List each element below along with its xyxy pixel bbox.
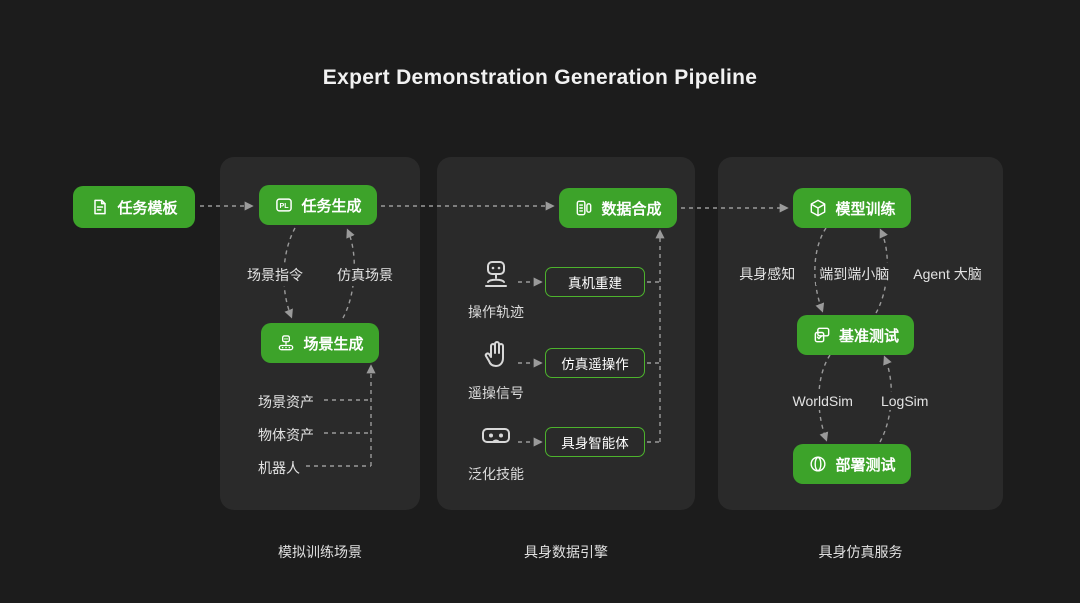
label-end-to-end-cerebellum: 端到端小脑 [816, 263, 893, 285]
box-real-machine-reconstruction: 真机重建 [545, 267, 645, 297]
node-scene-generation: 场景生成 [261, 323, 379, 363]
caption-embodied-data-engine: 具身数据引擎 [524, 544, 608, 560]
vr-headset-icon [478, 418, 514, 454]
sim-labels-row: WorldSim LogSim [718, 392, 1003, 410]
asset-object: 物体资产 [258, 427, 314, 443]
label-sim-scene: 仿真场景 [334, 264, 396, 286]
node-label: 任务模板 [117, 199, 178, 217]
asset-scene: 场景资产 [258, 394, 314, 410]
node-label: 基准测试 [838, 327, 899, 345]
node-label: 部署测试 [835, 456, 896, 474]
label-embodied-perception: 具身感知 [736, 263, 799, 285]
node-label: 数据合成 [601, 200, 662, 218]
node-data-synthesis: 数据合成 [559, 188, 677, 228]
label-logsim: LogSim [877, 392, 932, 410]
label-worldsim: WorldSim [789, 392, 856, 410]
label-teleop-signal: 遥操信号 [468, 385, 524, 401]
node-label: 模型训练 [835, 200, 896, 218]
node-deployment-testing: 部署测试 [793, 444, 911, 484]
label-agent-brain: Agent 大脑 [910, 263, 985, 285]
cube-icon [808, 198, 828, 218]
glove-icon [478, 337, 514, 373]
label-scene-instruction: 场景指令 [244, 264, 306, 286]
box-embodied-agent: 具身智能体 [545, 427, 645, 457]
diagram-title: Expert Demonstration Generation Pipeline [322, 66, 758, 89]
node-task-template: 任务模板 [73, 186, 195, 228]
scene-generation-icon [276, 333, 296, 353]
label-operation-trajectory: 操作轨迹 [468, 304, 524, 320]
node-label: 场景生成 [303, 335, 364, 353]
caption-embodied-sim-service: 具身仿真服务 [818, 544, 903, 560]
label-generalized-skill: 泛化技能 [468, 466, 524, 482]
node-label: 任务生成 [301, 197, 362, 215]
robot-icon [478, 256, 514, 292]
box-sim-teleoperation: 仿真遥操作 [545, 348, 645, 378]
deploy-icon [808, 454, 828, 474]
caption-sim-training-scene: 模拟训练场景 [278, 544, 362, 560]
svg-text:PL: PL [280, 202, 290, 210]
node-task-generation: PL 任务生成 [259, 185, 377, 225]
node-model-training: 模型训练 [793, 188, 911, 228]
node-benchmark-testing: 基准测试 [797, 315, 914, 355]
task-template-icon [90, 197, 110, 217]
pl-tag-icon: PL [274, 195, 294, 215]
brain-labels-row: 具身感知 端到端小脑 Agent 大脑 [718, 263, 1003, 285]
data-synthesis-icon [574, 198, 594, 218]
asset-robot: 机器人 [258, 460, 300, 476]
benchmark-icon [812, 325, 832, 345]
